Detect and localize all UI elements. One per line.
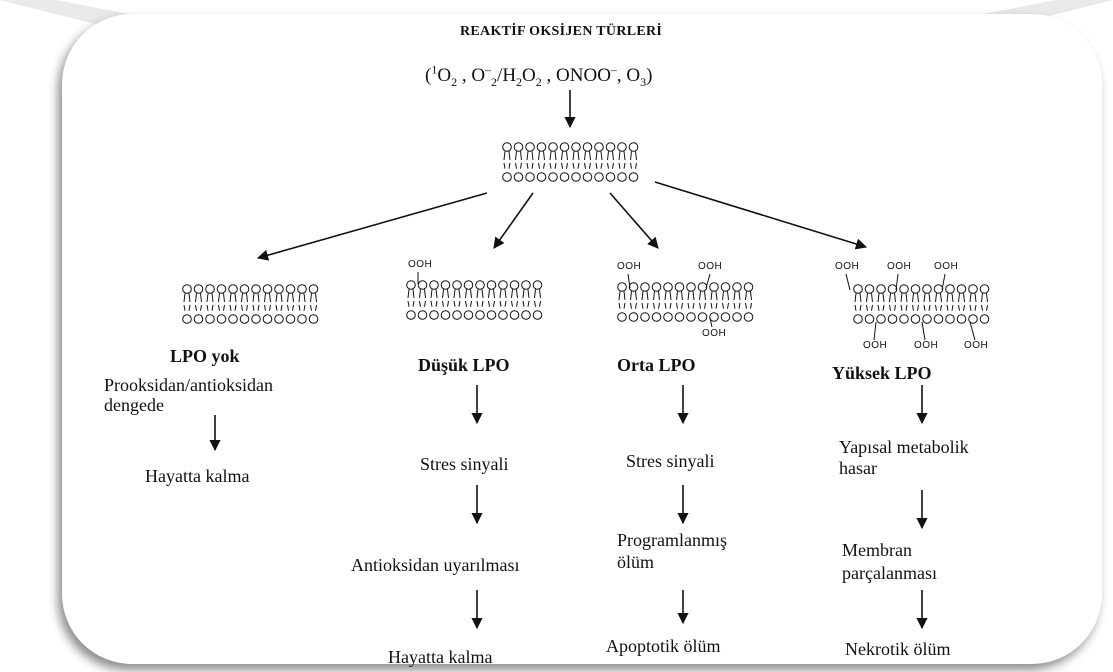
ooh-attachment-line (705, 273, 711, 289)
lipid-bilayer-top-icon (502, 142, 639, 182)
rounded-frame (62, 14, 1102, 664)
dusuk-lpo-step-antioxidant: Antioksidan uyarılması (351, 555, 520, 575)
ooh-label: OOH (934, 261, 959, 272)
yuksek-lpo-step-damage-line1: Yapısal metabolik (839, 437, 969, 457)
yuksek-lpo-step-membrane-line2: parçalanması (842, 563, 937, 583)
arrow-to-orta-lpo (609, 192, 659, 249)
orta-lpo-step-stress: Stres sinyali (626, 451, 715, 471)
diagram-title: REAKTİF OKSİJEN TÜRLERİ (460, 24, 663, 39)
lipid-bilayer-orta-lpo-icon (617, 282, 754, 322)
arrow-to-dusuk-lpo (493, 192, 534, 249)
ooh-attachment-line (969, 321, 976, 341)
lipid-bilayer-lpo-yok-icon (182, 284, 319, 324)
ooh-attachment-line (709, 317, 713, 328)
dusuk-lpo-step-stress: Stres sinyali (420, 454, 509, 474)
lpo-yok-description-line1: Prooksidan/antioksidan (104, 375, 273, 395)
ooh-label: OOH (408, 259, 433, 270)
ooh-label: OOH (617, 261, 642, 272)
orta-lpo-outcome: Apoptotik ölüm (606, 636, 721, 656)
lpo-yok-outcome: Hayatta kalma (145, 466, 250, 486)
ooh-attachment-line (845, 273, 851, 291)
ooh-label: OOH (863, 340, 888, 351)
ros-species-formula: (1O2 , O–2/H2O2 , ONOO–, O3) (425, 62, 653, 89)
ooh-label: OOH (914, 340, 939, 351)
yuksek-lpo-step-damage-line2: hasar (839, 458, 877, 478)
ooh-attachment-line (941, 273, 946, 291)
lpo-yok-heading: LPO yok (170, 346, 240, 366)
lipid-bilayer-dusuk-lpo-icon (406, 280, 543, 320)
ooh-label: OOH (964, 340, 989, 351)
orta-lpo-heading: Orta LPO (617, 355, 696, 375)
orta-lpo-step-programmed-line2: ölüm (617, 552, 655, 572)
ooh-label: OOH (698, 261, 723, 272)
ooh-attachment-line (627, 273, 631, 289)
ooh-attachment-line (921, 321, 926, 341)
dusuk-lpo-heading: Düşük LPO (418, 355, 510, 375)
yuksek-lpo-heading: Yüksek LPO (832, 363, 932, 383)
arrow-to-lpo-yok (256, 192, 488, 261)
yuksek-lpo-outcome: Nekrotik ölüm (845, 639, 951, 659)
lpo-yok-description-line2: dengede (104, 395, 164, 415)
lipid-bilayer-yuksek-lpo-icon (853, 284, 990, 324)
ooh-label: OOH (702, 328, 727, 339)
dusuk-lpo-outcome: Hayatta kalma (388, 647, 493, 667)
arrow-to-yuksek-lpo (654, 181, 868, 250)
orta-lpo-step-programmed-line1: Programlanmış (617, 530, 727, 550)
ooh-attachment-line (895, 273, 899, 291)
ooh-label: OOH (887, 261, 912, 272)
ooh-label: OOH (835, 261, 860, 272)
ooh-attachment-line (873, 321, 877, 341)
yuksek-lpo-step-membrane-line1: Membran (842, 540, 912, 560)
